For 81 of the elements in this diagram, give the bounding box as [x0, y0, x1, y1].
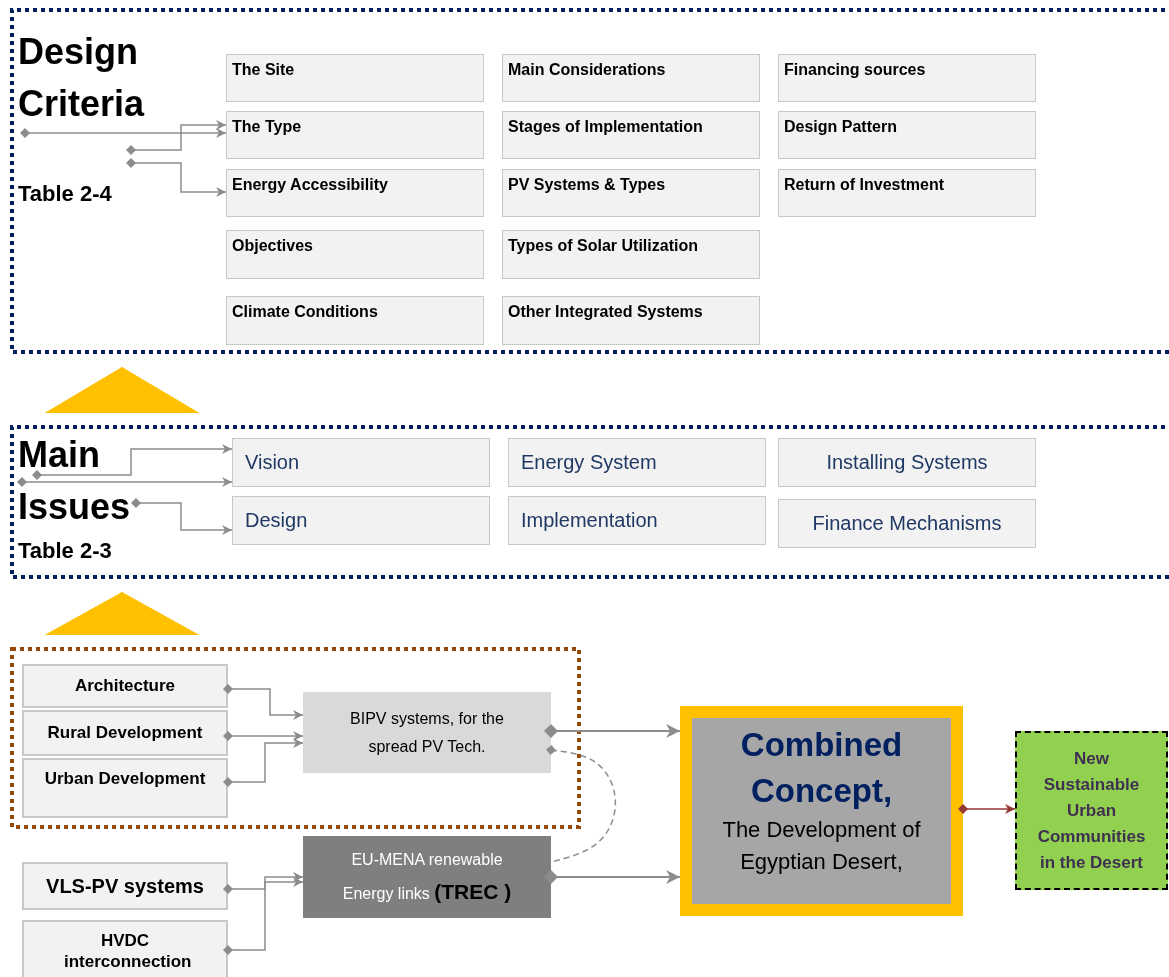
- box-label: Climate Conditions: [231, 302, 379, 322]
- concept-box: [680, 706, 963, 916]
- criteria-box: [502, 296, 760, 345]
- dotted-frame: [10, 425, 1169, 579]
- table-label: Table 2-3: [18, 537, 113, 565]
- criteria-box: [502, 230, 760, 279]
- arrow: [131, 498, 233, 535]
- arrow: [223, 872, 304, 894]
- triangle-arrow: [44, 366, 200, 414]
- source-box: [22, 710, 228, 756]
- arrow: [544, 724, 681, 738]
- box-label: Return of Investment: [783, 175, 945, 195]
- issue-box: [232, 496, 490, 545]
- box-label: Urban Development: [43, 768, 207, 790]
- concept-subtitle: The Development of Egyptian Desert,: [721, 816, 922, 876]
- issue-box: [232, 438, 490, 487]
- arrow: [126, 158, 227, 197]
- box-label: Main Considerations: [507, 60, 667, 80]
- box-label: HVDC interconnection: [63, 930, 193, 972]
- criteria-box: [226, 169, 484, 217]
- triangle-arrow: [44, 591, 200, 636]
- criteria-box: [502, 111, 760, 159]
- arrow: [223, 731, 304, 741]
- box-label: Types of Solar Utilization: [507, 236, 699, 256]
- arrow: [223, 738, 304, 787]
- issue-box: [778, 438, 1036, 487]
- arrow: [126, 120, 227, 155]
- box-label: Finance Mechanisms: [812, 512, 1002, 535]
- arrow: [32, 444, 233, 480]
- criteria-box: [778, 54, 1036, 102]
- box-label: The Type: [231, 117, 303, 137]
- box-label: BIPV systems, for the spread PV Tech.: [349, 708, 505, 757]
- box-label: Design Pattern: [783, 117, 898, 137]
- box-label: Vision: [244, 451, 300, 474]
- box-label: Design: [244, 509, 308, 532]
- criteria-box: [226, 296, 484, 345]
- box-label: Energy System: [520, 451, 657, 474]
- dotted-frame: [10, 8, 1169, 354]
- frame-heading: Main Issues: [18, 433, 132, 529]
- criteria-box: [502, 169, 760, 217]
- box-label: Installing Systems: [826, 451, 988, 474]
- issue-box: [508, 496, 766, 545]
- issue-box: [778, 499, 1036, 548]
- concept-title: Combined Concept,: [739, 725, 904, 811]
- box-label: VLS-PV systems: [45, 875, 205, 897]
- process-box: [303, 836, 551, 918]
- issue-box: [508, 438, 766, 487]
- box-label: The Site: [231, 60, 296, 80]
- box-label: Stages of Implementation: [507, 117, 704, 137]
- source-box: [22, 664, 228, 708]
- connector-line: [546, 745, 617, 863]
- criteria-box: [226, 54, 484, 102]
- source-box: [22, 758, 228, 818]
- box-label: Implementation: [520, 509, 658, 532]
- box-label: Objectives: [231, 236, 314, 256]
- arrow: [17, 477, 233, 487]
- box-label: Energy Accessibility: [231, 175, 389, 195]
- criteria-box: [226, 230, 484, 279]
- box-label: New Sustainable Urban Communities in the Desert: [1036, 747, 1147, 874]
- criteria-box: [778, 111, 1036, 159]
- process-box: [303, 692, 551, 773]
- criteria-box: [226, 111, 484, 159]
- dotted-frame: [10, 647, 581, 829]
- box-label: Other Integrated Systems: [507, 302, 704, 322]
- box-label: EU-MENA renewable Energy links (TREC ): [341, 850, 513, 905]
- frame-heading: Design Criteria: [18, 30, 146, 126]
- box-label: Financing sources: [783, 60, 927, 80]
- box-label: PV Systems & Types: [507, 175, 667, 195]
- arrow: [958, 804, 1016, 814]
- arrow: [20, 128, 227, 138]
- criteria-box: [778, 169, 1036, 217]
- outcome-box: [1015, 731, 1168, 890]
- arrow: [223, 684, 304, 720]
- source-box: [22, 920, 228, 977]
- criteria-box: [502, 54, 760, 102]
- box-label: Architecture: [73, 675, 177, 697]
- table-label: Table 2-4: [18, 180, 113, 208]
- box-label: Rural Development: [46, 722, 204, 744]
- source-box: [22, 862, 228, 910]
- arrow: [223, 877, 304, 955]
- arrow: [544, 870, 681, 884]
